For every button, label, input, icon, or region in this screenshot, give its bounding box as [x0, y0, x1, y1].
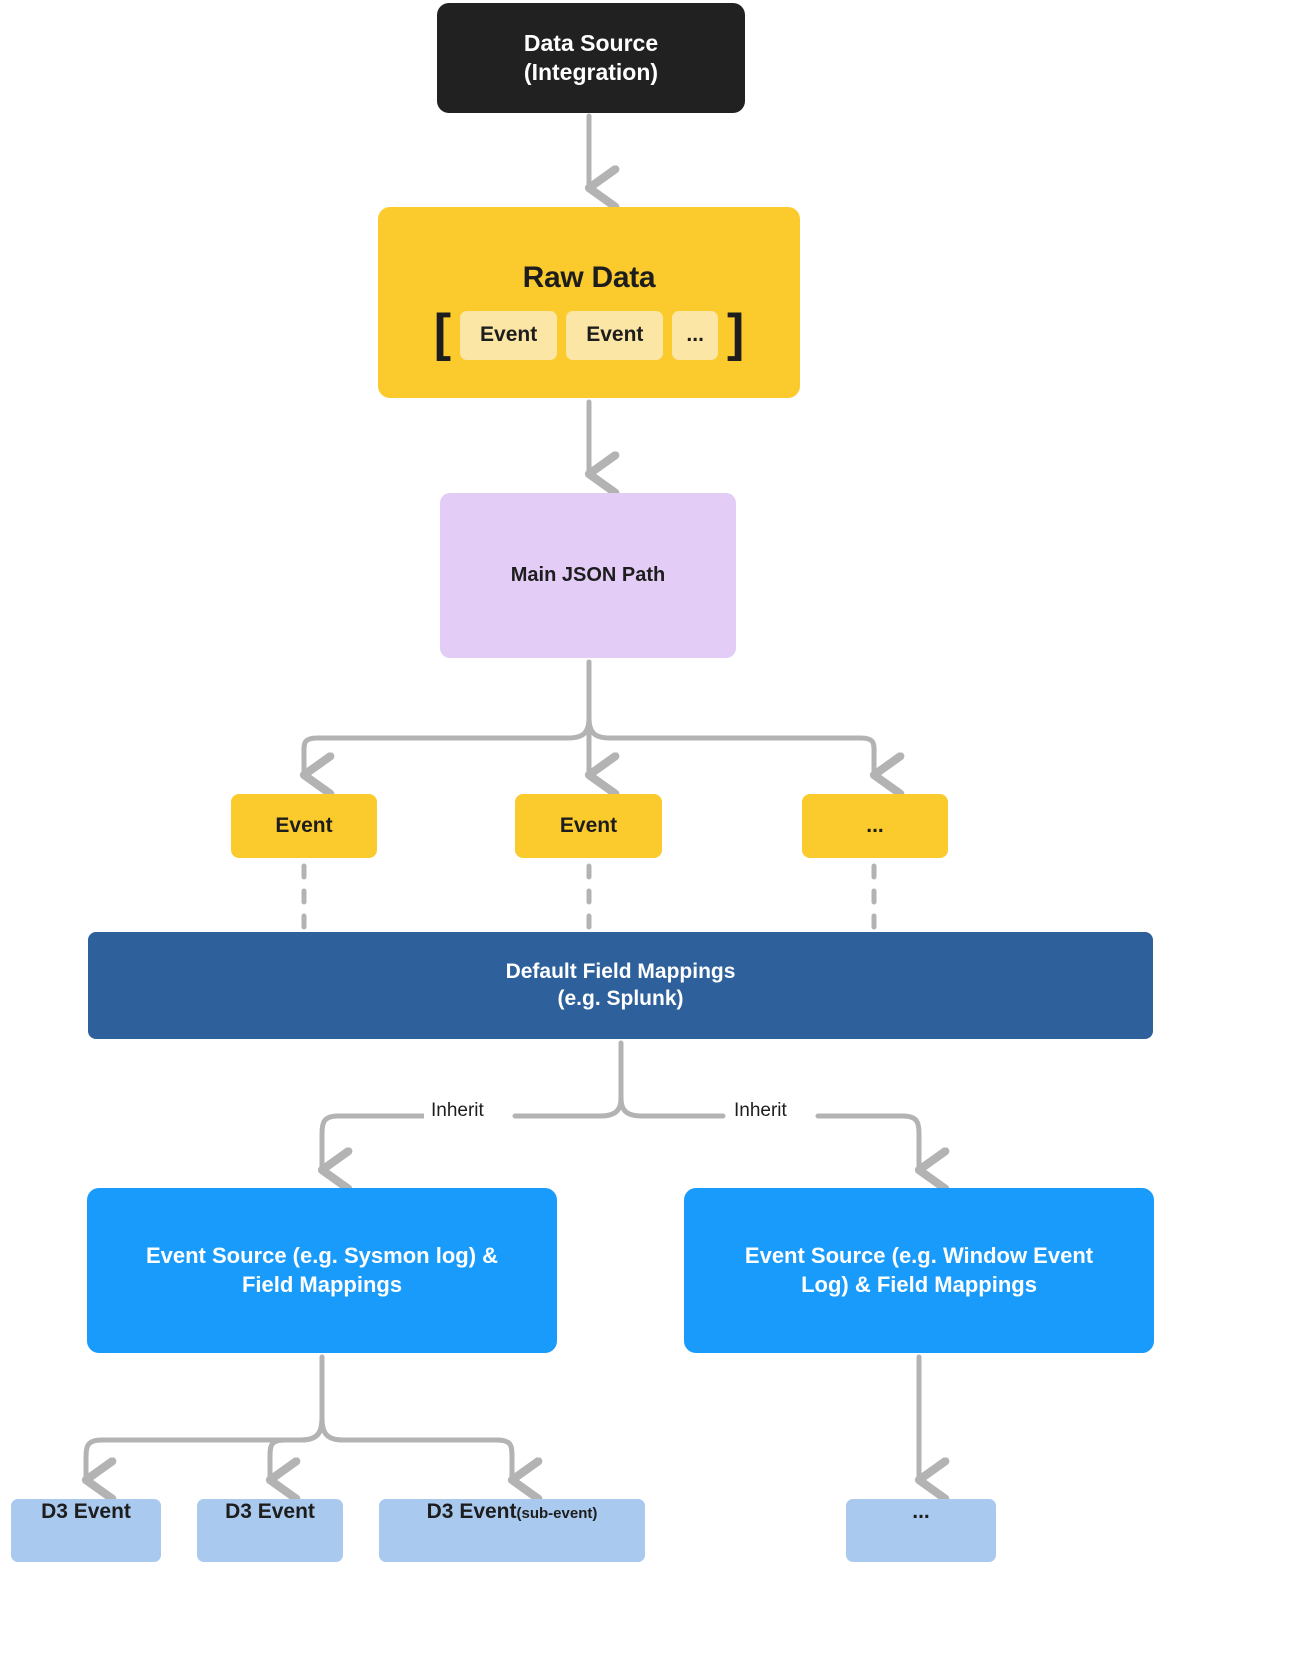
array-close-bracket: ]: [726, 304, 745, 363]
d3-event-3-suffix: (sub-event): [516, 1505, 598, 1522]
array-open-bracket: [: [433, 304, 452, 363]
edge-label-inherit-left: Inherit: [424, 1100, 491, 1122]
d3-event-1-label: D3 Event: [41, 1500, 131, 1523]
raw-data-array: [ Event Event ... ]: [433, 304, 745, 363]
edge-jsonpath-to-event-1: [304, 715, 592, 775]
default-field-mappings-line2: (e.g. Splunk): [557, 986, 684, 1010]
node-d3-event-sub-event[interactable]: D3 Event(sub-event): [379, 1499, 645, 1562]
edge-jsonpath-to-event-3: [586, 715, 874, 775]
edge-eventsource-left-to-d3-2: [270, 1416, 325, 1480]
node-raw-data[interactable]: Raw Data [ Event Event ... ]: [378, 207, 800, 398]
event-ellipsis-label: ...: [866, 813, 884, 837]
node-event-source-window-event-log[interactable]: Event Source (e.g. Window Event Log) & F…: [684, 1188, 1154, 1353]
d3-event-2-label: D3 Event: [225, 1500, 315, 1523]
edge-eventsource-left-to-d3-3: [319, 1416, 512, 1480]
node-d3-event-ellipsis[interactable]: ...: [846, 1499, 996, 1562]
raw-data-chip-ellipsis[interactable]: ...: [672, 311, 718, 361]
raw-data-chip-event-2[interactable]: Event: [566, 311, 664, 361]
node-event-ellipsis[interactable]: ...: [802, 794, 948, 858]
d3-event-4-label: ...: [912, 1500, 930, 1523]
event-source-sysmon-line2: Field Mappings: [241, 1271, 403, 1297]
raw-data-chip-event-1[interactable]: Event: [460, 311, 558, 361]
main-json-path-label: Main JSON Path: [510, 563, 666, 586]
node-event-source-sysmon[interactable]: Event Source (e.g. Sysmon log) & Field M…: [87, 1188, 557, 1353]
node-default-field-mappings[interactable]: Default Field Mappings (e.g. Splunk): [88, 932, 1153, 1039]
data-source-line2: (Integration): [523, 59, 659, 85]
edge-eventsource-left-to-d3-1: [86, 1416, 325, 1480]
event-2-label: Event: [559, 813, 618, 837]
event-source-window-event-log-line1: Event Source (e.g. Window Event: [744, 1243, 1094, 1269]
default-field-mappings-line1: Default Field Mappings: [505, 959, 736, 983]
data-source-line1: Data Source: [523, 29, 659, 56]
node-data-source[interactable]: Data Source (Integration): [437, 3, 745, 113]
node-d3-event-1[interactable]: D3 Event: [11, 1499, 161, 1562]
edge-label-inherit-right: Inherit: [727, 1100, 794, 1122]
event-1-label: Event: [275, 813, 333, 837]
d3-event-3-label: D3 Event: [426, 1500, 517, 1523]
node-event-1[interactable]: Event: [231, 794, 377, 858]
event-source-window-event-log-line2: Log) & Field Mappings: [801, 1271, 1037, 1297]
node-d3-event-2[interactable]: D3 Event: [197, 1499, 343, 1562]
event-source-sysmon-line1: Event Source (e.g. Sysmon log) &: [145, 1243, 499, 1269]
node-event-2[interactable]: Event: [515, 794, 662, 858]
raw-data-title: Raw Data: [522, 261, 656, 294]
node-main-json-path[interactable]: Main JSON Path: [440, 493, 736, 658]
